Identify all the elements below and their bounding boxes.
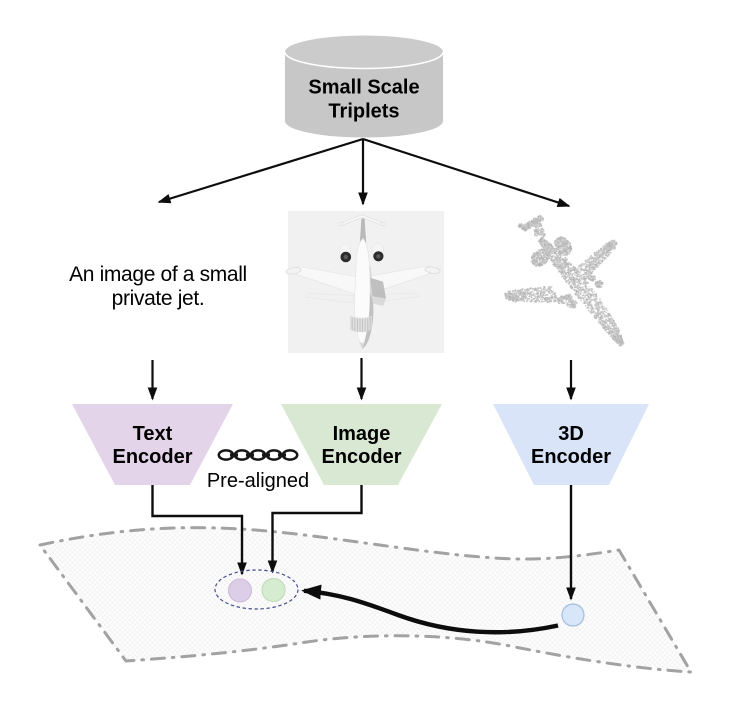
prealigned-group: Pre-aligned [207,449,309,492]
database-cylinder-body [285,52,443,138]
image-sample [285,211,444,353]
database-cylinder-seam [284,51,444,70]
text-embedding-dot [228,578,252,603]
aligned-cluster-ellipse [214,569,299,610]
pointcloud-sample [503,214,625,347]
embedding-connectors [151,485,576,601]
connector-image-encoder-to-dot [267,485,363,574]
prealigned-label: Pre-aligned [207,470,309,492]
arrow-db-to-text [157,137,364,204]
3d-encoder-label-line2: Encoder [531,446,611,468]
arrow-db-to-3d [362,137,571,208]
encoder-3d-block: 3D Encoder [493,404,649,485]
image-encoder-label-line1: Image [333,423,391,445]
fan-arrows [157,137,571,208]
image-encoder-label-line2: Encoder [321,446,401,468]
embedding-surface [38,526,693,674]
3d-encoder-label-line1: 3D [558,423,584,445]
image-embedding-dot [261,578,286,602]
database-label-line1: Small Scale [308,77,419,99]
text-encoder-label-line2: Encoder [112,446,192,468]
text-encoder-shape [72,404,233,485]
embedding-dots [214,569,585,635]
text-sample: An image of a small private jet. [69,263,247,310]
airplane-illustration [285,214,441,350]
text-encoder-label-line1: Text [133,423,173,445]
3d-encoder-shape [493,404,649,485]
modality-arrows [147,358,576,401]
chain-icon [217,449,299,461]
database-label-line2: Triplets [328,101,399,123]
connector-text-encoder-to-dot [151,485,247,576]
image-encoder-shape [281,404,442,485]
database-cylinder-top [285,35,443,69]
encoder-text-block: Text Encoder [72,404,233,485]
text-sample-line2: private jet. [112,287,205,310]
encoder-image-block: Image Encoder [281,404,442,485]
text-sample-line1: An image of a small [69,263,247,286]
3d-embedding-dot [561,603,585,627]
embedding-surface-shape [38,526,693,674]
alignment-arrow [301,584,559,635]
triplet-database: Small Scale Triplets [284,35,444,138]
